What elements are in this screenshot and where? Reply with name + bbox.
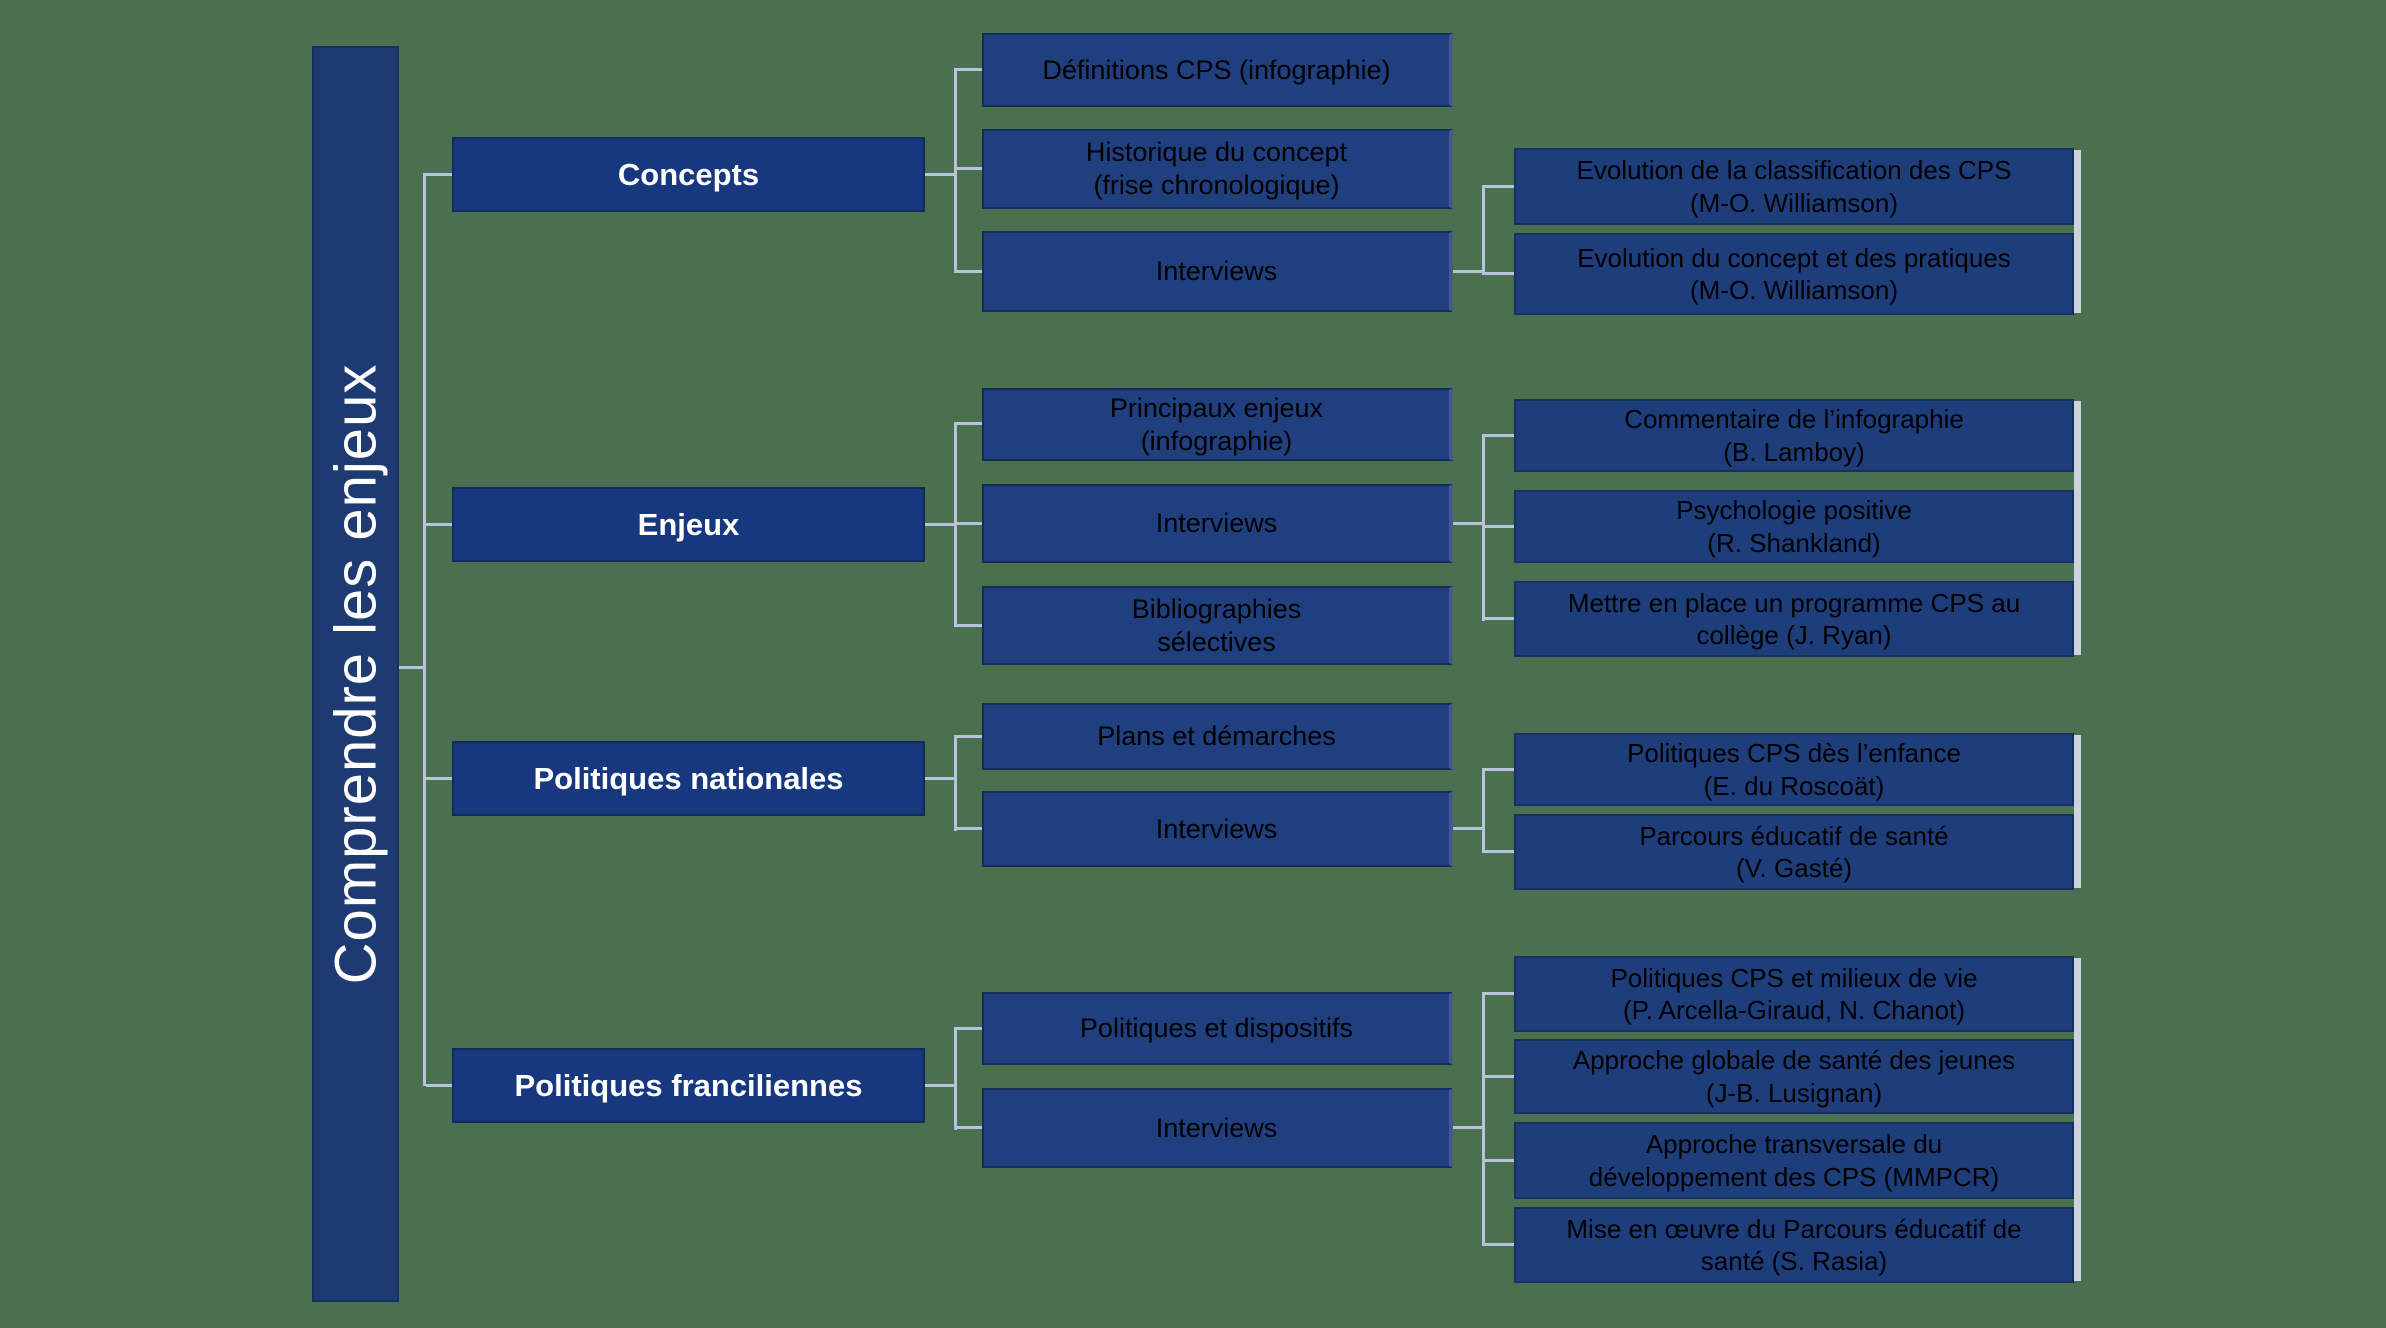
child-label: Interviews xyxy=(1155,508,1278,539)
connector-line xyxy=(426,1084,452,1087)
connector-line xyxy=(925,173,954,176)
connector-line xyxy=(1485,272,1514,275)
connector-line xyxy=(426,777,452,780)
leaf-label: Mise en œuvre du Parcours éducatif de sa… xyxy=(1566,1213,2022,1277)
child-label: Interviews xyxy=(1155,256,1278,287)
connector-line xyxy=(1485,434,1514,437)
connector-line xyxy=(1485,1075,1514,1078)
root-node-label: Comprendre les enjeux xyxy=(323,363,388,985)
connector-line xyxy=(954,1027,957,1130)
child-node: Principaux enjeux (infographie) xyxy=(982,388,1453,461)
child-node: Interviews xyxy=(982,1088,1453,1168)
connector-line xyxy=(925,1084,954,1087)
connector-line xyxy=(925,523,954,526)
connector-line xyxy=(1485,992,1514,995)
category-node-concepts: Concepts xyxy=(452,137,925,212)
leaf-label: Psychologie positive (R. Shankland) xyxy=(1676,495,1912,558)
connector-line xyxy=(957,735,982,738)
connector-line xyxy=(1485,1243,1514,1246)
leaf-node: Politiques CPS et milieux de vie (P. Arc… xyxy=(1514,956,2074,1032)
child-label: Définitions CPS (infographie) xyxy=(1042,54,1391,85)
leaf-node: Politiques CPS dès l’enfance (E. du Rosc… xyxy=(1514,733,2074,806)
connector-line xyxy=(1453,827,1482,830)
child-node: Bibliographies sélectives xyxy=(982,586,1453,665)
connector-line xyxy=(426,173,452,176)
child-label: Plans et démarches xyxy=(1097,721,1336,752)
category-label: Concepts xyxy=(617,156,760,192)
leaf-node: Psychologie positive (R. Shankland) xyxy=(1514,490,2074,563)
category-label: Politiques franciliennes xyxy=(514,1067,863,1103)
child-node: Interviews xyxy=(982,231,1453,312)
connector-line xyxy=(426,523,452,526)
leaf-node: Mise en œuvre du Parcours éducatif de sa… xyxy=(1514,1207,2074,1283)
child-node: Interviews xyxy=(982,791,1453,867)
connector-line xyxy=(957,167,982,170)
child-node: Historique du concept (frise chronologiq… xyxy=(982,129,1453,209)
connector-line xyxy=(957,422,982,425)
leaf-group-shadow xyxy=(2074,958,2081,1281)
connector-line xyxy=(1485,1159,1514,1162)
connector-line xyxy=(1453,1126,1482,1129)
connector-line xyxy=(1485,850,1514,853)
leaf-label: Commentaire de l’infographie (B. Lamboy) xyxy=(1624,404,1964,467)
leaf-node: Parcours éducatif de santé (V. Gasté) xyxy=(1514,814,2074,890)
connector-line xyxy=(1485,185,1514,188)
category-node-politiques-franciliennes: Politiques franciliennes xyxy=(452,1048,925,1123)
root-node: Comprendre les enjeux xyxy=(312,46,399,1302)
leaf-node: Evolution de la classification des CPS (… xyxy=(1514,148,2074,225)
leaf-label: Approche transversale du développement d… xyxy=(1588,1129,2000,1192)
leaf-label: Approche globale de santé des jeunes (J-… xyxy=(1572,1045,2016,1108)
connector-line xyxy=(957,827,982,830)
child-label: Bibliographies sélectives xyxy=(1131,593,1302,657)
connector-line xyxy=(399,666,423,669)
child-label: Interviews xyxy=(1155,1112,1278,1143)
connector-line xyxy=(1453,522,1482,525)
connector-line xyxy=(954,68,957,273)
leaf-label: Evolution du concept et des pratiques (M… xyxy=(1577,242,2011,306)
connector-line xyxy=(1485,525,1514,528)
leaf-node: Mettre en place un programme CPS au coll… xyxy=(1514,581,2074,657)
child-label: Politiques et dispositifs xyxy=(1079,1013,1354,1044)
leaf-label: Politiques CPS et milieux de vie (P. Arc… xyxy=(1610,962,1978,1026)
leaf-label: Politiques CPS dès l’enfance (E. du Rosc… xyxy=(1627,738,1961,801)
connector-line xyxy=(957,1027,982,1030)
child-node: Plans et démarches xyxy=(982,703,1453,770)
child-label: Principaux enjeux (infographie) xyxy=(1109,392,1324,456)
leaf-label: Mettre en place un programme CPS au coll… xyxy=(1567,587,2021,651)
child-label: Historique du concept (frise chronologiq… xyxy=(1085,137,1348,200)
leaf-group-shadow xyxy=(2074,150,2081,313)
child-node: Définitions CPS (infographie) xyxy=(982,33,1453,107)
connector-line xyxy=(957,522,982,525)
connector-line xyxy=(954,422,957,627)
leaf-group-shadow xyxy=(2074,735,2081,888)
connector-line xyxy=(1482,992,1485,1246)
connector-line xyxy=(957,1126,982,1129)
category-node-enjeux: Enjeux xyxy=(452,487,925,562)
leaf-group-shadow xyxy=(2074,401,2081,655)
leaf-node: Approche transversale du développement d… xyxy=(1514,1122,2074,1199)
connector-line xyxy=(957,68,982,71)
connector-line xyxy=(957,624,982,627)
connector-line xyxy=(1482,768,1485,853)
leaf-label: Evolution de la classification des CPS (… xyxy=(1576,155,2012,218)
connector-line xyxy=(925,777,954,780)
leaf-label: Parcours éducatif de santé (V. Gasté) xyxy=(1639,820,1949,884)
category-label: Politiques nationales xyxy=(533,760,844,796)
connector-line xyxy=(1453,270,1482,273)
connector-line xyxy=(1485,768,1514,771)
connector-line xyxy=(957,270,982,273)
child-label: Interviews xyxy=(1155,813,1278,844)
leaf-node: Commentaire de l’infographie (B. Lamboy) xyxy=(1514,399,2074,472)
leaf-node: Evolution du concept et des pratiques (M… xyxy=(1514,233,2074,315)
child-node: Politiques et dispositifs xyxy=(982,992,1453,1065)
category-node-politiques-nationales: Politiques nationales xyxy=(452,741,925,816)
connector-line xyxy=(423,173,426,1086)
category-label: Enjeux xyxy=(637,506,740,542)
leaf-node: Approche globale de santé des jeunes (J-… xyxy=(1514,1039,2074,1114)
connector-line xyxy=(1485,617,1514,620)
child-node: Interviews xyxy=(982,484,1453,563)
connector-line xyxy=(1482,434,1485,621)
connector-line xyxy=(1482,185,1485,275)
connector-line xyxy=(954,735,957,831)
